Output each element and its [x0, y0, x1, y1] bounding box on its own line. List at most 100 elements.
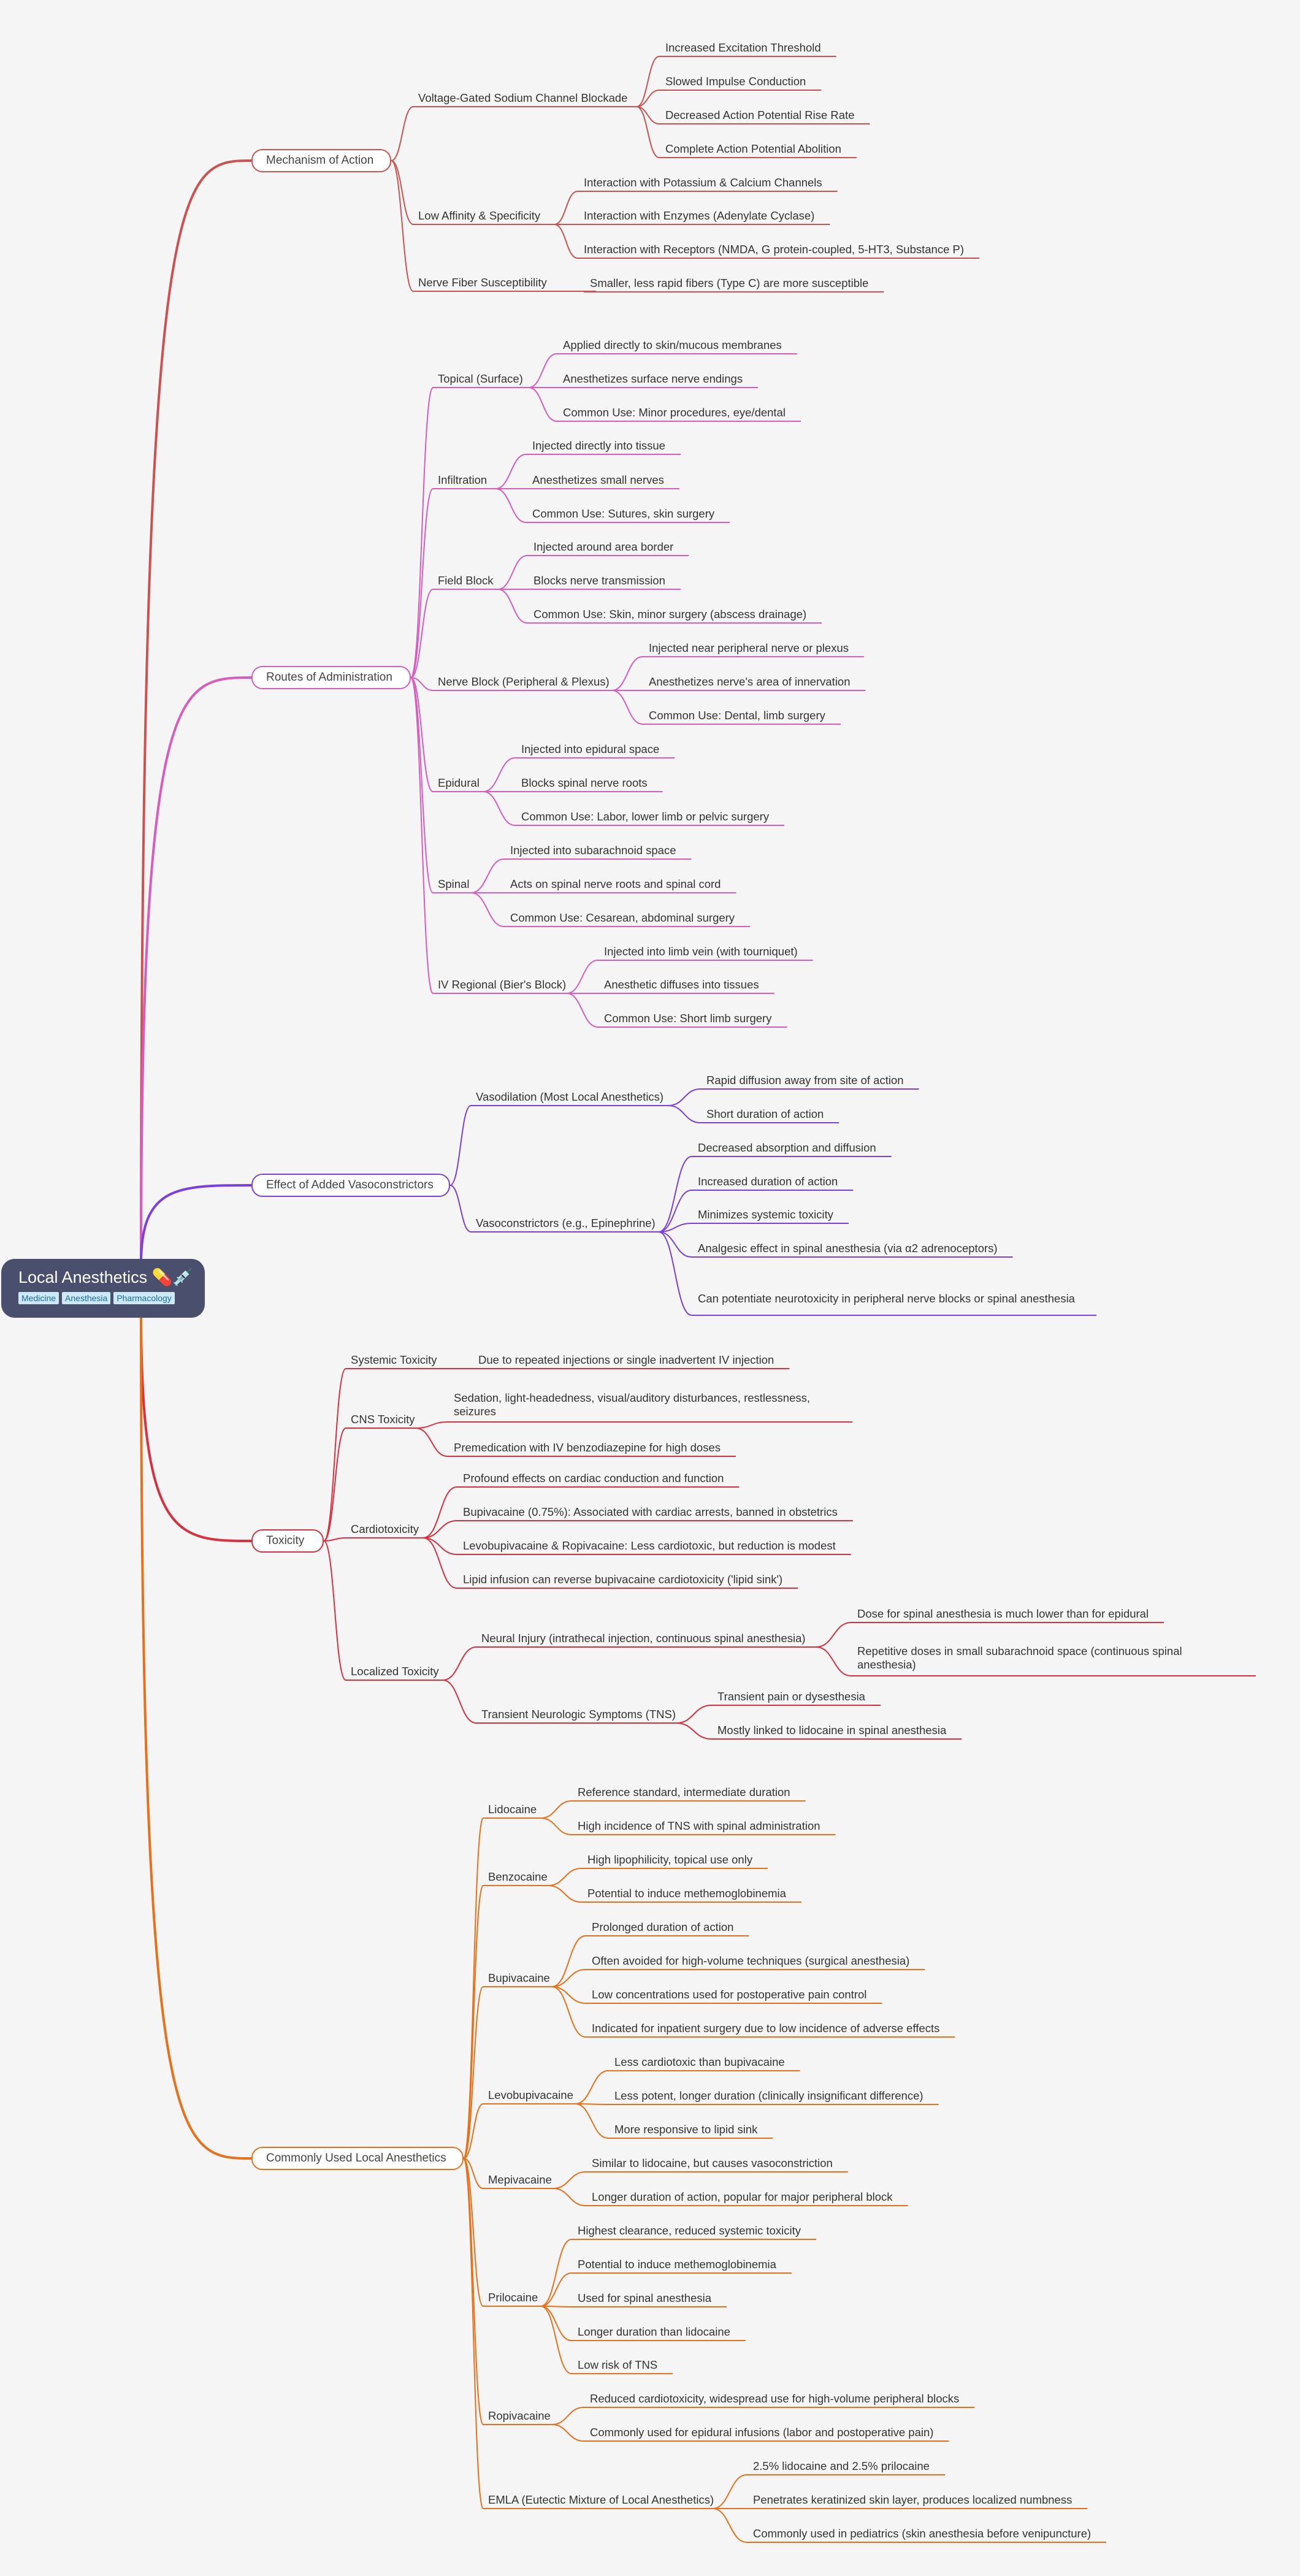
leaf-sedation-light-headedness-visual-auditor[interactable]: Sedation, light-headedness, visual/audit…	[454, 1391, 811, 1418]
leaf-decreased-absorption-and-diffusion[interactable]: Decreased absorption and diffusion	[698, 1141, 876, 1154]
branch-moa[interactable]: Mechanism of Action	[251, 149, 391, 172]
leaf-anesthetic-diffuses-into-tissues[interactable]: Anesthetic diffuses into tissues	[604, 978, 759, 991]
leaf-interaction-with-enzymes-adenylate-cycla[interactable]: Interaction with Enzymes (Adenylate Cycl…	[584, 209, 815, 222]
leaf-anesthetizes-surface-nerve-endings[interactable]: Anesthetizes surface nerve endings	[563, 372, 743, 385]
node-systemic-toxicity[interactable]: Systemic Toxicity	[351, 1353, 437, 1366]
branch-routes[interactable]: Routes of Administration	[251, 666, 411, 689]
node-neural-injury-intrathecal-injection-cont[interactable]: Neural Injury (intrathecal injection, co…	[481, 1632, 806, 1645]
leaf-lipid-infusion-can-reverse-bupivacaine-c[interactable]: Lipid infusion can reverse bupivacaine c…	[463, 1573, 783, 1586]
leaf-can-potentiate-neurotoxicity-in-peripher[interactable]: Can potentiate neurotoxicity in peripher…	[698, 1292, 1075, 1305]
branch-vaso[interactable]: Effect of Added Vasoconstrictors	[251, 1174, 450, 1197]
node-voltage-gated-sodium-channel-blockade[interactable]: Voltage-Gated Sodium Channel Blockade	[418, 91, 628, 104]
leaf-common-use-sutures-skin-surgery[interactable]: Common Use: Sutures, skin surgery	[532, 507, 715, 520]
leaf-common-use-labor-lower-limb-or-pelvic-su[interactable]: Common Use: Labor, lower limb or pelvic …	[521, 810, 770, 823]
node-epidural[interactable]: Epidural	[438, 776, 480, 789]
leaf-indicated-for-inpatient-surgery-due-to-l[interactable]: Indicated for inpatient surgery due to l…	[592, 2022, 940, 2035]
leaf-injected-into-subarachnoid-space[interactable]: Injected into subarachnoid space	[510, 844, 676, 857]
leaf-common-use-minor-procedures-eye-dental[interactable]: Common Use: Minor procedures, eye/dental	[563, 406, 786, 419]
node-prilocaine[interactable]: Prilocaine	[488, 2291, 538, 2304]
leaf-low-risk-of-tns[interactable]: Low risk of TNS	[578, 2358, 658, 2371]
node-transient-neurologic-symptoms-tns[interactable]: Transient Neurologic Symptoms (TNS)	[481, 1708, 676, 1721]
branch-tox[interactable]: Toxicity	[251, 1529, 324, 1553]
node-low-affinity-specificity[interactable]: Low Affinity & Specificity	[418, 209, 541, 222]
node-localized-toxicity[interactable]: Localized Toxicity	[351, 1665, 439, 1678]
leaf-rapid-diffusion-away-from-site-of-action[interactable]: Rapid diffusion away from site of action	[706, 1074, 904, 1087]
leaf-less-potent-longer-duration-clinically-i[interactable]: Less potent, longer duration (clinically…	[614, 2089, 923, 2102]
leaf-high-incidence-of-tns-with-spinal-admini[interactable]: High incidence of TNS with spinal admini…	[578, 1819, 820, 1832]
node-benzocaine[interactable]: Benzocaine	[488, 1870, 548, 1883]
node-ropivacaine[interactable]: Ropivacaine	[488, 2409, 551, 2422]
leaf-short-duration-of-action[interactable]: Short duration of action	[706, 1107, 824, 1120]
node-emla-eutectic-mixture-of-local-anestheti[interactable]: EMLA (Eutectic Mixture of Local Anesthet…	[488, 2493, 714, 2506]
leaf-longer-duration-of-action-popular-for-ma[interactable]: Longer duration of action, popular for m…	[592, 2190, 893, 2203]
leaf-bupivacaine-0-75-associated-with-cardiac[interactable]: Bupivacaine (0.75%): Associated with car…	[463, 1505, 838, 1518]
leaf-blocks-spinal-nerve-roots[interactable]: Blocks spinal nerve roots	[521, 776, 648, 789]
leaf-commonly-used-in-pediatrics-skin-anesthe[interactable]: Commonly used in pediatrics (skin anesth…	[753, 2527, 1092, 2540]
leaf-prolonged-duration-of-action[interactable]: Prolonged duration of action	[592, 1921, 734, 1933]
branch-common[interactable]: Commonly Used Local Anesthetics	[251, 2147, 464, 2170]
leaf-anesthetizes-nerve-s-area-of-innervation[interactable]: Anesthetizes nerve's area of innervation	[649, 675, 851, 688]
node-mepivacaine[interactable]: Mepivacaine	[488, 2173, 552, 2186]
leaf-injected-into-limb-vein-with-tourniquet[interactable]: Injected into limb vein (with tourniquet…	[604, 945, 798, 958]
leaf-reference-standard-intermediate-duration[interactable]: Reference standard, intermediate duratio…	[578, 1786, 790, 1798]
node-topical-surface[interactable]: Topical (Surface)	[438, 372, 523, 385]
leaf-increased-duration-of-action[interactable]: Increased duration of action	[698, 1175, 838, 1188]
leaf-injected-into-epidural-space[interactable]: Injected into epidural space	[521, 743, 660, 755]
leaf-common-use-short-limb-surgery[interactable]: Common Use: Short limb surgery	[604, 1012, 772, 1025]
leaf-increased-excitation-threshold[interactable]: Increased Excitation Threshold	[665, 41, 821, 54]
leaf-less-cardiotoxic-than-bupivacaine[interactable]: Less cardiotoxic than bupivacaine	[614, 2055, 785, 2068]
leaf-injected-directly-into-tissue[interactable]: Injected directly into tissue	[532, 439, 665, 452]
leaf-blocks-nerve-transmission[interactable]: Blocks nerve transmission	[533, 574, 665, 587]
leaf-minimizes-systemic-toxicity[interactable]: Minimizes systemic toxicity	[698, 1208, 833, 1221]
node-infiltration[interactable]: Infiltration	[438, 473, 488, 486]
node-bupivacaine[interactable]: Bupivacaine	[488, 1971, 550, 1984]
node-iv-regional-bier-s-block[interactable]: IV Regional (Bier's Block)	[438, 978, 567, 991]
leaf-dose-for-spinal-anesthesia-is-much-lower[interactable]: Dose for spinal anesthesia is much lower…	[857, 1607, 1149, 1620]
leaf-anesthetizes-small-nerves[interactable]: Anesthetizes small nerves	[532, 473, 664, 486]
leaf-potential-to-induce-methemoglobinemia[interactable]: Potential to induce methemoglobinemia	[578, 2258, 776, 2271]
leaf-interaction-with-potassium-calcium-chann[interactable]: Interaction with Potassium & Calcium Cha…	[584, 176, 822, 189]
tag-medicine[interactable]: Medicine	[18, 1292, 59, 1304]
leaf-acts-on-spinal-nerve-roots-and-spinal-co[interactable]: Acts on spinal nerve roots and spinal co…	[510, 877, 721, 890]
leaf-used-for-spinal-anesthesia[interactable]: Used for spinal anesthesia	[578, 2291, 712, 2304]
root-node[interactable]: Local Anesthetics 💊💉 Medicine Anesthesia…	[1, 1259, 205, 1318]
leaf-common-use-skin-minor-surgery-abscess-dr[interactable]: Common Use: Skin, minor surgery (abscess…	[533, 608, 807, 621]
node-vasodilation-most-local-anesthetics[interactable]: Vasodilation (Most Local Anesthetics)	[476, 1090, 664, 1103]
leaf-profound-effects-on-cardiac-conduction-a[interactable]: Profound effects on cardiac conduction a…	[463, 1472, 724, 1485]
leaf-longer-duration-than-lidocaine[interactable]: Longer duration than lidocaine	[578, 2325, 730, 2338]
leaf-2-5-lidocaine-and-2-5-prilocaine[interactable]: 2.5% lidocaine and 2.5% prilocaine	[753, 2459, 930, 2472]
leaf-repetitive-doses-in-small-subarachnoid-s[interactable]: Repetitive doses in small subarachnoid s…	[857, 1645, 1182, 1671]
leaf-mostly-linked-to-lidocaine-in-spinal-ane[interactable]: Mostly linked to lidocaine in spinal ane…	[717, 1724, 947, 1737]
node-cardiotoxicity[interactable]: Cardiotoxicity	[351, 1523, 419, 1535]
leaf-injected-around-area-border[interactable]: Injected around area border	[533, 540, 674, 553]
leaf-often-avoided-for-high-volume-techniques[interactable]: Often avoided for high-volume techniques…	[592, 1954, 910, 1967]
leaf-analgesic-effect-in-spinal-anesthesia-vi[interactable]: Analgesic effect in spinal anesthesia (v…	[698, 1242, 998, 1255]
node-cns-toxicity[interactable]: CNS Toxicity	[351, 1413, 415, 1426]
node-nerve-block-peripheral-plexus[interactable]: Nerve Block (Peripheral & Plexus)	[438, 675, 610, 688]
leaf-highest-clearance-reduced-systemic-toxic[interactable]: Highest clearance, reduced systemic toxi…	[578, 2224, 801, 2237]
node-lidocaine[interactable]: Lidocaine	[488, 1803, 537, 1816]
leaf-interaction-with-receptors-nmda-g-protei[interactable]: Interaction with Receptors (NMDA, G prot…	[584, 243, 965, 256]
leaf-similar-to-lidocaine-but-causes-vasocons[interactable]: Similar to lidocaine, but causes vasocon…	[592, 2157, 833, 2169]
tag-anesthesia[interactable]: Anesthesia	[62, 1292, 111, 1304]
leaf-more-responsive-to-lipid-sink[interactable]: More responsive to lipid sink	[614, 2123, 758, 2136]
leaf-commonly-used-for-epidural-infusions-lab[interactable]: Commonly used for epidural infusions (la…	[590, 2426, 934, 2439]
leaf-premedication-with-iv-benzodiazepine-for[interactable]: Premedication with IV benzodiazepine for…	[454, 1441, 721, 1454]
leaf-high-lipophilicity-topical-use-only[interactable]: High lipophilicity, topical use only	[587, 1853, 753, 1866]
node-spinal[interactable]: Spinal	[438, 877, 470, 890]
node-nerve-fiber-susceptibility[interactable]: Nerve Fiber Susceptibility	[418, 276, 547, 289]
leaf-common-use-cesarean-abdominal-surgery[interactable]: Common Use: Cesarean, abdominal surgery	[510, 911, 735, 924]
leaf-potential-to-induce-methemoglobinemia[interactable]: Potential to induce methemoglobinemia	[587, 1887, 786, 1900]
leaf-transient-pain-or-dysesthesia[interactable]: Transient pain or dysesthesia	[717, 1690, 865, 1703]
node-levobupivacaine[interactable]: Levobupivacaine	[488, 2089, 573, 2101]
leaf-low-concentrations-used-for-postoperativ[interactable]: Low concentrations used for postoperativ…	[592, 1988, 867, 2001]
leaf-levobupivacaine-ropivacaine-less-cardiot[interactable]: Levobupivacaine & Ropivacaine: Less card…	[463, 1539, 836, 1552]
leaf-slowed-impulse-conduction[interactable]: Slowed Impulse Conduction	[665, 75, 806, 88]
leaf-reduced-cardiotoxicity-widespread-use-fo[interactable]: Reduced cardiotoxicity, widespread use f…	[590, 2392, 960, 2405]
node-vasoconstrictors-e-g-epinephrine[interactable]: Vasoconstrictors (e.g., Epinephrine)	[476, 1217, 656, 1229]
tag-pharmacology[interactable]: Pharmacology	[113, 1292, 175, 1304]
leaf-smaller-less-rapid-fibers-type-c-are-mor[interactable]: Smaller, less rapid fibers (Type C) are …	[590, 277, 869, 289]
leaf-penetrates-keratinized-skin-layer-produc[interactable]: Penetrates keratinized skin layer, produ…	[753, 2493, 1072, 2506]
leaf-applied-directly-to-skin-mucous-membrane[interactable]: Applied directly to skin/mucous membrane…	[563, 338, 782, 351]
leaf-injected-near-peripheral-nerve-or-plexus[interactable]: Injected near peripheral nerve or plexus	[649, 641, 849, 654]
